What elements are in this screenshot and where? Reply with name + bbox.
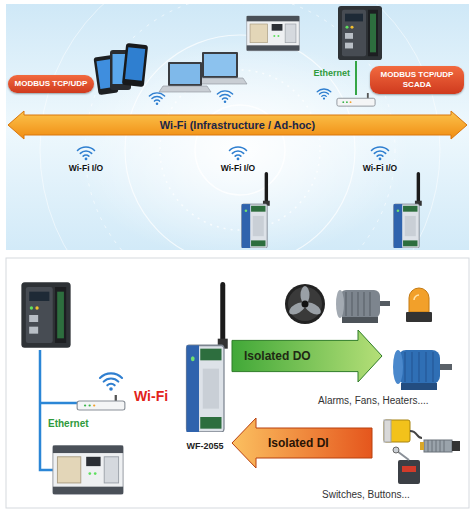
plc-unit	[247, 16, 300, 51]
wifi-symbol	[78, 147, 95, 160]
motor-icon	[340, 290, 380, 318]
note-label: Alarms, Fans, Heaters....	[318, 395, 429, 407]
motor-icon	[440, 364, 452, 370]
laptops	[168, 62, 202, 86]
cylinder-sensor	[420, 440, 460, 452]
wifi-band-outline	[8, 111, 467, 139]
router	[77, 395, 125, 410]
ethernet-wire	[356, 61, 357, 95]
top-panel	[70, 40, 410, 250]
wifi-symbol	[372, 147, 389, 160]
smartphones	[122, 43, 148, 87]
controller-unit	[21, 282, 70, 347]
output-arrow: Isolated DO	[232, 330, 382, 382]
limit-switch	[402, 466, 416, 472]
fan-icon	[302, 301, 309, 308]
plc-unit	[53, 446, 123, 495]
proximity-sensor	[384, 420, 410, 442]
controller-unit	[338, 6, 382, 60]
node-text: MODBUS TCP/UDP SCADA	[376, 70, 458, 90]
router	[77, 395, 125, 410]
controller-unit	[338, 6, 382, 60]
wifi-symbol	[100, 373, 122, 390]
limit-switch	[398, 460, 420, 484]
laptops	[204, 54, 236, 76]
limit-switch	[393, 447, 399, 453]
proximity-sensor	[384, 420, 422, 442]
proximity-sensor	[410, 431, 422, 438]
node-text: Isolated DO	[244, 349, 311, 364]
wifi-symbol	[149, 93, 164, 105]
laptops	[159, 52, 247, 92]
device-label: Wi-Fi I/O	[363, 163, 397, 173]
smartphones	[93, 43, 148, 95]
router	[337, 93, 375, 106]
network-label: Wi-Fi	[134, 388, 168, 405]
controller-unit	[21, 282, 70, 347]
plc-unit	[53, 446, 123, 495]
motor-icon	[398, 350, 440, 384]
top-panel	[125, 35, 355, 250]
motor-icon	[336, 290, 344, 318]
router	[337, 93, 375, 106]
proximity-sensor	[384, 420, 391, 442]
laptops	[170, 64, 200, 84]
network-label: Ethernet	[48, 418, 89, 430]
output-arrow-outline	[232, 330, 382, 382]
protocol-badge: MODBUS TCP/UDP	[8, 75, 94, 93]
wifi-io-module	[187, 282, 228, 432]
cylinder-sensor	[428, 440, 444, 452]
note-label: Switches, Buttons...	[322, 489, 410, 501]
wifi-io-module	[242, 172, 270, 248]
wifi-io-module	[187, 282, 228, 432]
device-label: Wi-Fi I/O	[221, 163, 255, 173]
protocol-badge: MODBUS TCP/UDP SCADA	[370, 66, 464, 94]
wifi-symbol	[317, 89, 331, 100]
wifi-io-module	[242, 172, 422, 248]
ethernet-wire	[355, 61, 357, 95]
cylinder-sensor	[424, 440, 452, 452]
fan-icon	[288, 287, 322, 321]
device-label: WF-2055	[186, 441, 223, 452]
wifi-band: Wi-Fi (Infrastructure / Ad-hoc)	[8, 111, 467, 139]
bottom-panel	[6, 258, 469, 508]
motor-icon	[405, 352, 433, 382]
device-label: Wi-Fi I/O	[69, 163, 103, 173]
limit-switch	[397, 451, 409, 460]
alarm-beacon	[406, 312, 432, 322]
fan-icon	[285, 284, 325, 324]
laptops	[202, 52, 238, 78]
node-text: Isolated DI	[268, 436, 329, 451]
wifi-symbol	[100, 373, 122, 390]
motor-icon	[393, 350, 452, 390]
motor-icon	[346, 292, 370, 316]
wifi-symbol	[230, 147, 247, 160]
motor-icon	[342, 317, 378, 323]
wifi-io-module	[394, 172, 422, 248]
motor-icon	[336, 290, 390, 323]
input-arrow: Isolated DI	[232, 418, 372, 468]
wifi-symbol	[217, 91, 232, 103]
node-text: MODBUS TCP/UDP	[15, 79, 88, 89]
motor-icon	[401, 383, 437, 390]
motor-icon	[380, 301, 390, 306]
network-label: Ethernet	[313, 68, 350, 79]
smartphones	[125, 47, 145, 81]
limit-switch	[393, 447, 420, 484]
alarm-beacon	[414, 295, 419, 300]
cylinder-sensor	[420, 442, 424, 450]
alarm-beacon	[406, 288, 432, 322]
motor-icon	[393, 350, 403, 384]
laptops	[159, 86, 211, 92]
bottom-panel	[6, 258, 469, 508]
plc-unit	[247, 16, 300, 51]
input-arrow-outline	[232, 418, 372, 468]
node-text: Wi-Fi (Infrastructure / Ad-hoc)	[160, 119, 315, 132]
alarm-beacon	[409, 288, 429, 312]
fan-icon	[285, 284, 325, 324]
cylinder-sensor	[452, 441, 460, 451]
top-panel	[160, 70, 320, 230]
